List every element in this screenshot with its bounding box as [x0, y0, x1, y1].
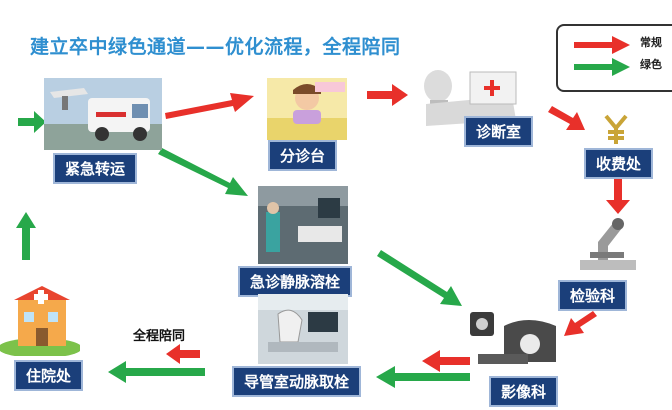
legend-green-arrow [574, 58, 630, 76]
label-laboratory: 检验科 [558, 280, 628, 311]
laboratory-illustration [570, 212, 642, 274]
arrow-lab-to-imaging [564, 311, 597, 336]
legend: 常规 绿色 [556, 24, 672, 92]
arrow-transport-to-thrombolysis [158, 148, 248, 196]
label-thrombolysis: 急诊静脉溶栓 [238, 266, 353, 297]
arrow-billing-to-lab [606, 178, 630, 214]
legend-routine-label: 常规 [640, 36, 662, 49]
microscope-icon [580, 218, 636, 270]
label-billing: 收费处 [584, 148, 654, 179]
arrow-imaging-to-catheter [422, 350, 470, 372]
arrow-catheter-to-inpatient [108, 361, 205, 383]
hospital-illustration [0, 282, 80, 356]
ambulance-photo [44, 78, 162, 150]
triage-desk-illustration [267, 78, 347, 140]
legend-green-label: 绿色 [640, 58, 662, 71]
arrow-triage-to-consult [367, 84, 408, 106]
emergency-room-icon [258, 186, 348, 252]
label-inpatient: 住院处 [14, 360, 84, 391]
arrow-thrombolysis-to-imaging [377, 250, 462, 306]
label-triage-desk: 分诊台 [268, 140, 338, 171]
arrow-consult-to-billing [548, 106, 585, 130]
accompany-note: 全程陪同 [133, 329, 186, 344]
label-catheter-thrombectomy: 导管室动脉取栓 [232, 366, 362, 397]
imaging-illustration [468, 310, 578, 372]
page-title: 建立卒中绿色通道——优化流程，全程陪同 [30, 36, 401, 58]
billing-illustration [600, 112, 638, 146]
ct-scanner-icon [470, 312, 556, 364]
arrow-note-red [166, 344, 200, 364]
arrow-imaging-to-catheter-green [376, 366, 470, 388]
legend-arrows [574, 36, 630, 76]
ambulance-icon [44, 88, 162, 150]
catheter-lab-photo [258, 294, 348, 364]
label-consult-room: 诊断室 [464, 116, 534, 147]
nurse-icon [267, 82, 347, 140]
arrow-left-partial-top [18, 111, 46, 133]
hospital-icon [0, 286, 80, 356]
thrombolysis-photo [258, 186, 348, 264]
desk-icon [424, 70, 517, 126]
legend-routine-arrow [574, 36, 630, 54]
arrow-transport-to-triage [165, 93, 254, 119]
yen-icon [604, 114, 628, 144]
angiography-icon [258, 294, 348, 352]
label-imaging: 影像科 [489, 376, 559, 407]
consult-room-illustration [412, 64, 522, 134]
label-emergency-transport: 紧急转运 [53, 153, 138, 184]
arrow-left-partial-up [16, 212, 36, 260]
